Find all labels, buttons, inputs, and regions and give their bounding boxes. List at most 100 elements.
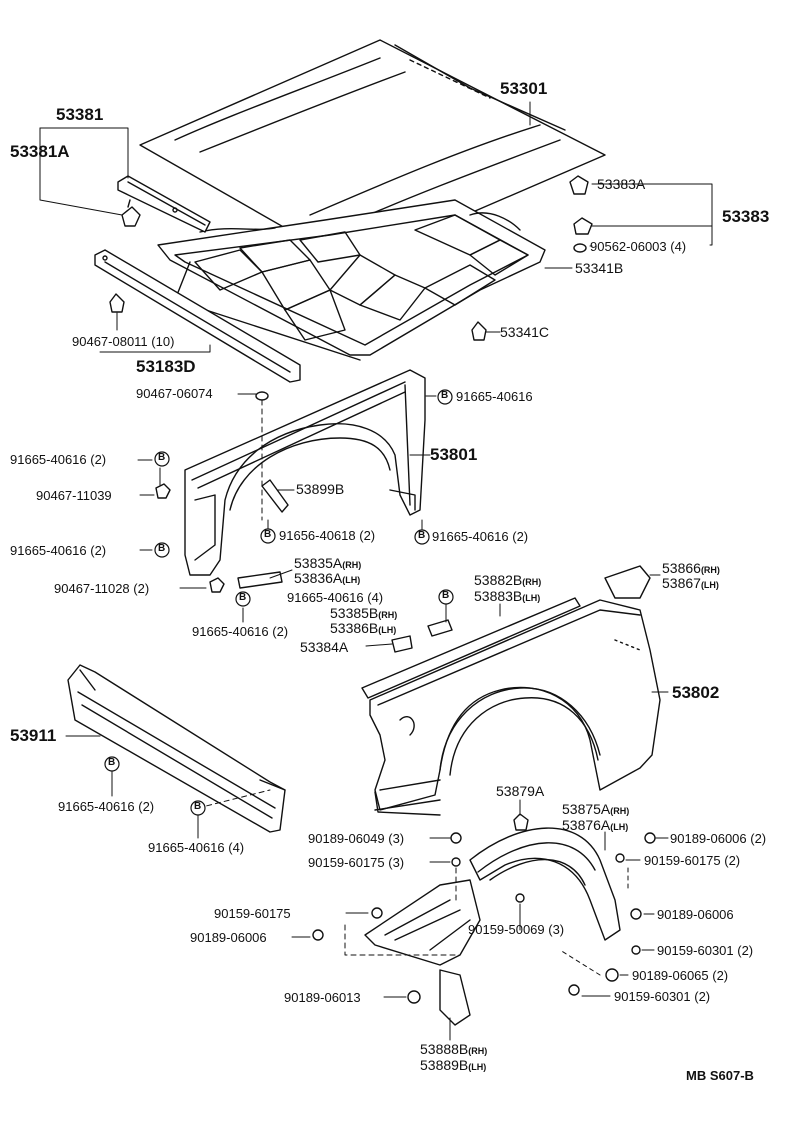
- fastener-90159-60175-2: [615, 853, 625, 863]
- part-label: 53883B(LH): [474, 588, 541, 604]
- seal-53385b: [427, 619, 453, 637]
- part-label: 53183D: [136, 357, 196, 376]
- fender-molding-53882b: [361, 597, 581, 699]
- part-label: 53836A(LH): [294, 570, 361, 586]
- splash-shield-53888b: [364, 879, 481, 1026]
- fender-apron-53801: [184, 369, 426, 576]
- bolt-90467-11028: [209, 577, 225, 593]
- part-label: 91656-40618 (2): [279, 528, 376, 543]
- bolt-marker-circles: [104, 389, 454, 816]
- part-label: 53888B(RH): [420, 1041, 488, 1057]
- fastener-90189-06006-mid: [630, 908, 642, 920]
- bolt-marker-b: B: [194, 801, 202, 812]
- part-label: 91665-40616 (4): [287, 590, 384, 605]
- diagram-code: MB S607-B: [686, 1068, 754, 1083]
- part-label: 53879A: [496, 783, 545, 799]
- hood-seal-strip: [94, 249, 301, 383]
- fastener-90189-06006-lower: [312, 929, 324, 941]
- fastener-90189-06006-top: [644, 832, 656, 844]
- part-label: 53301: [500, 79, 548, 98]
- hood-inner-panel: [157, 199, 546, 361]
- part-label: 53341B: [575, 260, 624, 276]
- leader-lines: [39, 101, 713, 1041]
- part-label: 90562-06003 (4): [590, 239, 687, 254]
- part-label: 53383: [722, 207, 770, 226]
- part-label: 53384A: [300, 639, 349, 655]
- part-label: 53899B: [296, 481, 345, 497]
- part-label: 53875A(RH): [562, 801, 630, 817]
- bolt-marker-b: B: [239, 592, 247, 603]
- part-label: 90159-60175: [214, 906, 291, 921]
- radiator-support-53911: [67, 664, 286, 833]
- hood-hinge: [117, 175, 211, 233]
- fastener-53879a: [513, 813, 529, 831]
- bracket-53899b: [261, 479, 289, 513]
- bolt-marker-b: B: [442, 590, 450, 601]
- fastener-90159-60175-lower: [371, 907, 383, 919]
- part-label: 53882B(RH): [474, 572, 542, 588]
- part-label: 53385B(RH): [330, 605, 398, 621]
- bolt-90467-11039: [155, 483, 171, 499]
- part-label: 91665-40616 (2): [10, 452, 107, 467]
- mudguard-53866: [604, 565, 651, 599]
- part-label: 90189-06013: [284, 990, 361, 1005]
- part-label: 90159-60175 (3): [308, 855, 405, 870]
- part-label: 53341C: [500, 324, 550, 340]
- fender-liner-53875a: [469, 827, 621, 941]
- part-label: 90189-06006: [657, 907, 734, 922]
- part-label: 90159-60301 (2): [614, 989, 711, 1004]
- bolt-marker-b: B: [158, 452, 166, 463]
- part-label: 91665-40616 (2): [10, 543, 107, 558]
- clip-53381a: [121, 199, 141, 227]
- front-fender-53802: [369, 599, 661, 816]
- clip-90467-08011: [109, 293, 125, 313]
- part-label: 53802: [672, 683, 720, 702]
- fastener-90159-60175-3: [451, 857, 461, 867]
- part-label: 53381: [56, 105, 104, 124]
- part-label: 53911: [10, 726, 57, 745]
- fastener-90159-60301-b: [568, 984, 580, 996]
- part-label: 90159-50069 (3): [468, 922, 565, 937]
- part-label: 91665-40616 (2): [58, 799, 155, 814]
- part-label: 53866(RH): [662, 560, 720, 576]
- part-label: 53876A(LH): [562, 817, 629, 833]
- bolt-marker-b: B: [441, 390, 449, 401]
- fastener-90189-06065: [605, 968, 619, 982]
- part-label: 90189-06006: [190, 930, 267, 945]
- part-label: 90467-08011 (10): [72, 334, 175, 349]
- part-label: 53381A: [10, 142, 70, 161]
- part-label: 91665-40616 (4): [148, 840, 245, 855]
- clip-53341c: [471, 321, 487, 341]
- fastener-90159-60301-a: [631, 945, 641, 955]
- part-label: 90467-11028 (2): [54, 581, 150, 596]
- bolt-marker-b: B: [418, 530, 426, 541]
- fastener-90189-06049: [450, 832, 462, 844]
- fastener-90159-50069: [515, 893, 525, 903]
- bolt-90467-06074: [255, 391, 269, 401]
- part-label: 90467-06074: [136, 386, 213, 401]
- part-label: 53835A(RH): [294, 555, 362, 571]
- part-label: 90159-60301 (2): [657, 943, 754, 958]
- part-label: 90189-06065 (2): [632, 968, 729, 983]
- part-label: 91665-40616: [456, 389, 533, 404]
- part-label: 90189-06006 (2): [670, 831, 767, 846]
- bolt-marker-b: B: [264, 529, 272, 540]
- bolt-marker-b: B: [158, 543, 166, 554]
- seal-53384a: [391, 635, 413, 653]
- part-label: 91665-40616 (2): [432, 529, 529, 544]
- part-label: 53386B(LH): [330, 620, 397, 636]
- part-label: 53889B(LH): [420, 1057, 487, 1073]
- bracket-53835a: [237, 571, 283, 589]
- fastener-90189-06013: [407, 990, 421, 1004]
- part-label: 90159-60175 (2): [644, 853, 741, 868]
- hood-cushion: [569, 175, 593, 253]
- part-label: 91665-40616 (2): [192, 624, 289, 639]
- bolt-marker-b: B: [108, 757, 116, 768]
- part-label: 53801: [430, 445, 478, 464]
- part-label: 90189-06049 (3): [308, 831, 405, 846]
- part-label: 53867(LH): [662, 575, 719, 591]
- part-label: 90467-11039: [36, 488, 112, 503]
- part-label: 53383A: [597, 176, 646, 192]
